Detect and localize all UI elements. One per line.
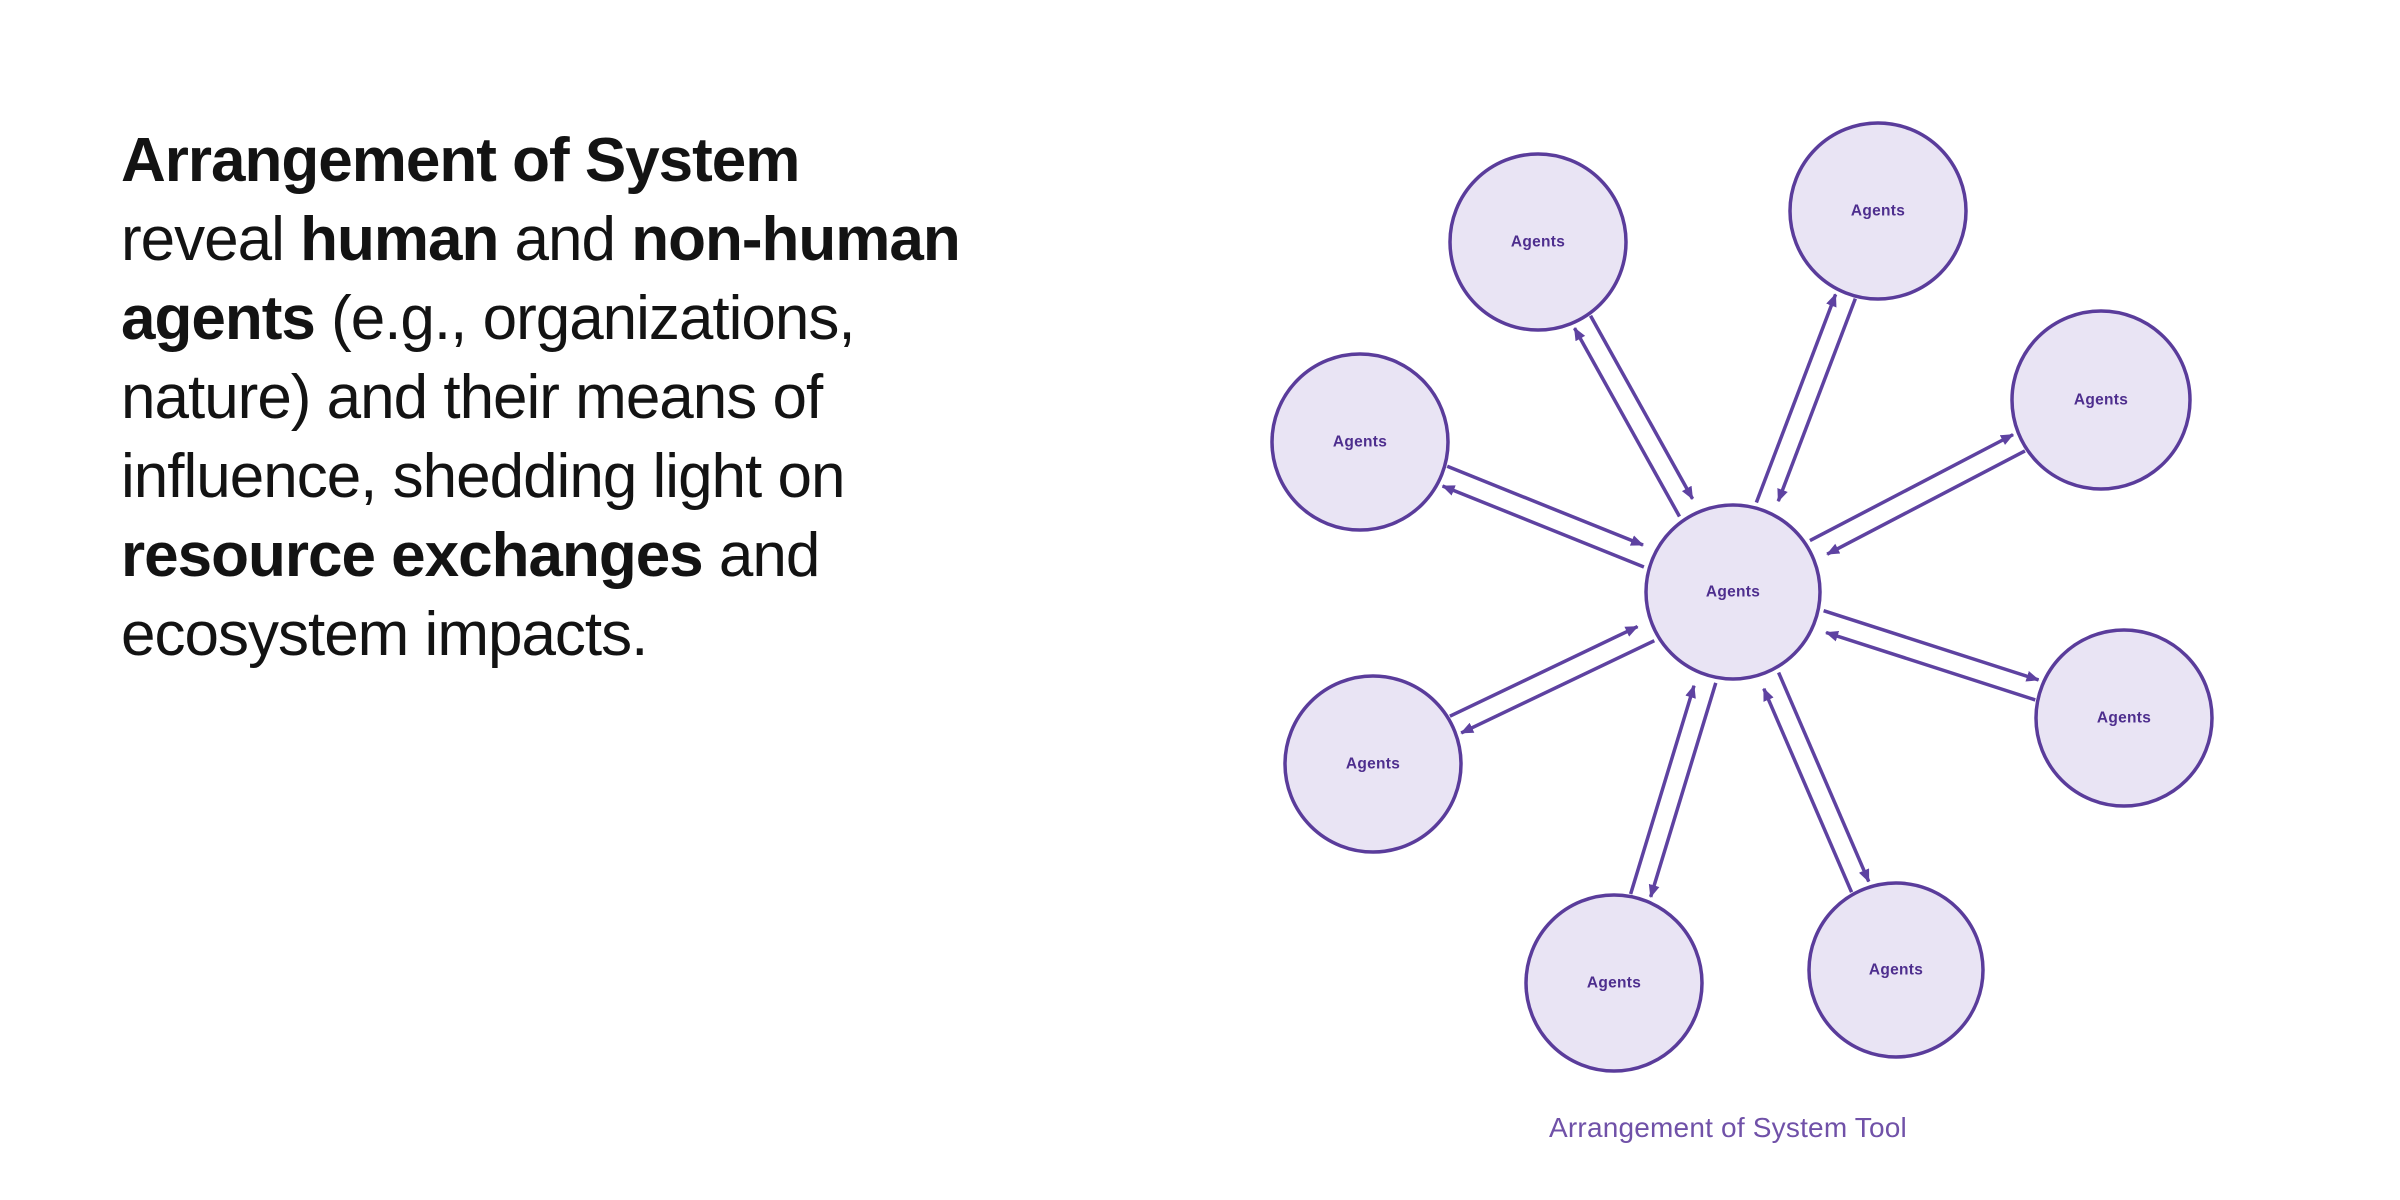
center-agent-node-label: Agents bbox=[1706, 584, 1760, 601]
text-segment: agents bbox=[121, 284, 316, 353]
exchange-arrow bbox=[1777, 671, 1871, 883]
exchange-arrow bbox=[1826, 449, 2026, 556]
text-segment: Arrangement of System bbox=[121, 126, 800, 195]
agent-node-7-label: Agents bbox=[1333, 434, 1387, 451]
agent-node-6: Agents bbox=[1283, 674, 1463, 854]
agent-node-6-label: Agents bbox=[1346, 756, 1400, 773]
agent-node-7: Agents bbox=[1270, 352, 1450, 532]
exchange-arrow bbox=[1754, 293, 1838, 504]
exchange-arrow bbox=[1825, 630, 2036, 702]
agent-node-2-label: Agents bbox=[2074, 392, 2128, 409]
agent-node-2-circle bbox=[2010, 309, 2192, 491]
exchange-arrow bbox=[1449, 624, 1639, 718]
agent-node-1-label: Agents bbox=[1851, 203, 1905, 220]
agent-node-3-label: Agents bbox=[2097, 710, 2151, 727]
agent-node-8-label: Agents bbox=[1511, 234, 1565, 251]
agent-node-8: Agents bbox=[1448, 152, 1628, 332]
text-line-3: agents (e.g., organizations, bbox=[121, 279, 960, 358]
exchange-arrow bbox=[1648, 682, 1718, 898]
exchange-arrow bbox=[1446, 464, 1644, 547]
text-segment: influence, shedding light on bbox=[121, 442, 845, 511]
exchange-arrow bbox=[1809, 433, 2014, 543]
agent-node-7-circle bbox=[1270, 352, 1450, 532]
exchange-arrow bbox=[1762, 687, 1854, 893]
text-segment: and bbox=[498, 205, 632, 274]
text-segment: reveal bbox=[121, 205, 301, 274]
text-line-7: ecosystem impacts. bbox=[121, 595, 960, 674]
center-agent-node: Agents bbox=[1644, 503, 1822, 681]
exchange-arrow bbox=[1460, 639, 1656, 735]
agent-node-8-circle bbox=[1448, 152, 1628, 332]
text-segment: nature) and their means of bbox=[121, 363, 823, 432]
agent-node-6-circle bbox=[1283, 674, 1463, 854]
text-line-1: Arrangement of System bbox=[121, 121, 960, 200]
text-line-5: influence, shedding light on bbox=[121, 437, 960, 516]
agent-node-1-circle bbox=[1788, 121, 1968, 301]
exchange-arrow bbox=[1776, 298, 1857, 503]
agent-node-4-circle bbox=[1807, 881, 1985, 1059]
text-segment: (e.g., organizations, bbox=[314, 284, 856, 353]
agent-node-5: Agents bbox=[1524, 893, 1704, 1073]
agent-node-2: Agents bbox=[2010, 309, 2192, 491]
exchange-arrow bbox=[1823, 609, 2040, 682]
agent-node-5-circle bbox=[1524, 893, 1704, 1073]
text-line-6: resource exchanges and bbox=[121, 516, 960, 595]
exchange-arrow bbox=[1441, 484, 1645, 569]
agent-node-1: Agents bbox=[1788, 121, 1968, 301]
text-line-4: nature) and their means of bbox=[121, 358, 960, 437]
text-segment: ecosystem impacts. bbox=[121, 600, 648, 669]
description-text: Arrangement of System reveal human and n… bbox=[121, 121, 961, 674]
agent-node-4: Agents bbox=[1807, 881, 1985, 1059]
agent-node-5-label: Agents bbox=[1587, 975, 1641, 992]
exchange-arrow bbox=[1628, 684, 1696, 895]
text-segment: human bbox=[300, 205, 499, 274]
agent-node-4-label: Agents bbox=[1869, 962, 1923, 979]
text-segment: non-human bbox=[631, 205, 960, 274]
text-segment: and bbox=[702, 521, 820, 590]
diagram-caption: Arrangement of System Tool bbox=[1549, 1112, 1907, 1143]
agent-node-3-circle bbox=[2034, 628, 2214, 808]
text-segment: resource exchanges bbox=[121, 521, 704, 590]
text-line-2: reveal human and non-human bbox=[121, 200, 961, 279]
center-agent-node-circle bbox=[1644, 503, 1822, 681]
exchange-arrow bbox=[1589, 314, 1695, 500]
exchange-arrow bbox=[1572, 327, 1682, 518]
agent-node-3: Agents bbox=[2034, 628, 2214, 808]
